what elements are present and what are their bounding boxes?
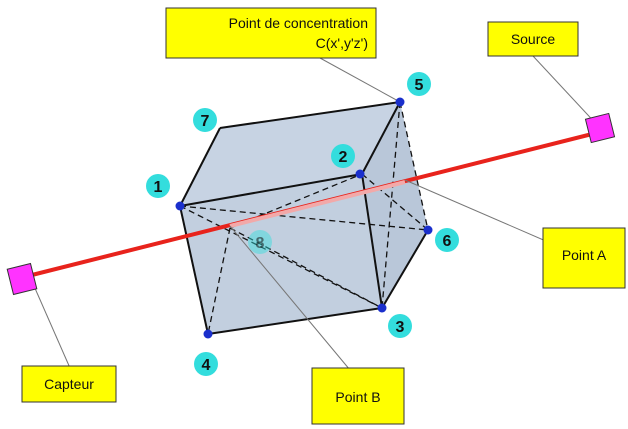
cube-edge: [207, 307, 383, 335]
label-source: Source: [487, 21, 579, 57]
leader-source: [532, 55, 601, 129]
cube-edge: [179, 205, 209, 335]
vertex-label-3: 3: [396, 319, 405, 336]
vertex-dot-2: [355, 169, 365, 179]
cube-edge: [381, 229, 429, 309]
vertex-dot-5: [395, 97, 405, 107]
leader-concentration: [319, 57, 401, 103]
hidden-edge: [179, 205, 383, 309]
cube-front-face: [180, 174, 382, 334]
vertex-label-6: 6: [443, 233, 452, 250]
label-capteur: Capteur: [21, 365, 117, 403]
vertex-badge-2: [331, 144, 355, 168]
leader-capteur: [33, 285, 71, 369]
vertex-label-2: 2: [339, 149, 348, 166]
capteur-sensor: [6, 262, 38, 296]
leader-point-b: [229, 225, 351, 371]
label-point-a-box: [542, 227, 626, 289]
hidden-edge: [399, 101, 429, 231]
vertex-label-4: 4: [202, 357, 211, 374]
label-point-b-box: [311, 367, 405, 425]
vertex-badge-4: [194, 352, 218, 376]
label-capteur-box: [21, 365, 117, 403]
beam-inside-segment: [229, 180, 406, 228]
label-point-b: Point B: [311, 367, 405, 425]
label-point-b-text: Point B: [335, 389, 380, 405]
vertex-badge-3: [388, 314, 412, 338]
vertex-dot-4: [203, 329, 213, 339]
hidden-edge: [179, 205, 429, 231]
vertex-badge-6: [435, 228, 459, 252]
cube-edge: [219, 101, 401, 129]
hidden-edge: [381, 101, 401, 309]
vertex-dot-6: [423, 225, 433, 235]
hidden-edge: [229, 227, 383, 309]
vertex-badges: 1 2 3 4 5 6 7 8: [146, 72, 459, 376]
cube-top-face: [180, 102, 400, 206]
cube-edge: [361, 101, 401, 175]
vertex-dot-3: [377, 303, 387, 313]
leader-point-a: [404, 179, 556, 246]
vertex-dot-1: [175, 201, 185, 211]
vertex-badge-1: [146, 174, 170, 198]
vertex-label-1: 1: [154, 179, 163, 196]
source-emitter: [584, 112, 616, 144]
label-concentration-line2: C(x',y'z'): [316, 35, 368, 51]
cube: [179, 101, 429, 335]
label-source-text: Source: [511, 31, 556, 47]
label-concentration-box: [165, 7, 377, 59]
cube-edge: [361, 173, 383, 309]
label-source-box: [487, 21, 579, 57]
label-concentration-line1: Point de concentration: [229, 15, 368, 31]
cube-edge: [179, 173, 363, 207]
vertex-badge-7: [193, 108, 217, 132]
vertex-label-7: 7: [201, 113, 210, 130]
label-point-a-text: Point A: [562, 247, 607, 263]
label-point-a: Point A: [542, 227, 626, 289]
vertex-label-5: 5: [415, 77, 424, 94]
vertex-label-8: 8: [256, 235, 265, 252]
label-concentration: Point de concentration C(x',y'z'): [165, 7, 377, 59]
vertex-badge-8: [248, 230, 272, 254]
label-capteur-text: Capteur: [44, 376, 94, 392]
vertex-badge-5: [407, 72, 431, 96]
hidden-edge: [207, 227, 231, 335]
hidden-edge: [361, 173, 429, 231]
cube-edge: [179, 127, 221, 207]
